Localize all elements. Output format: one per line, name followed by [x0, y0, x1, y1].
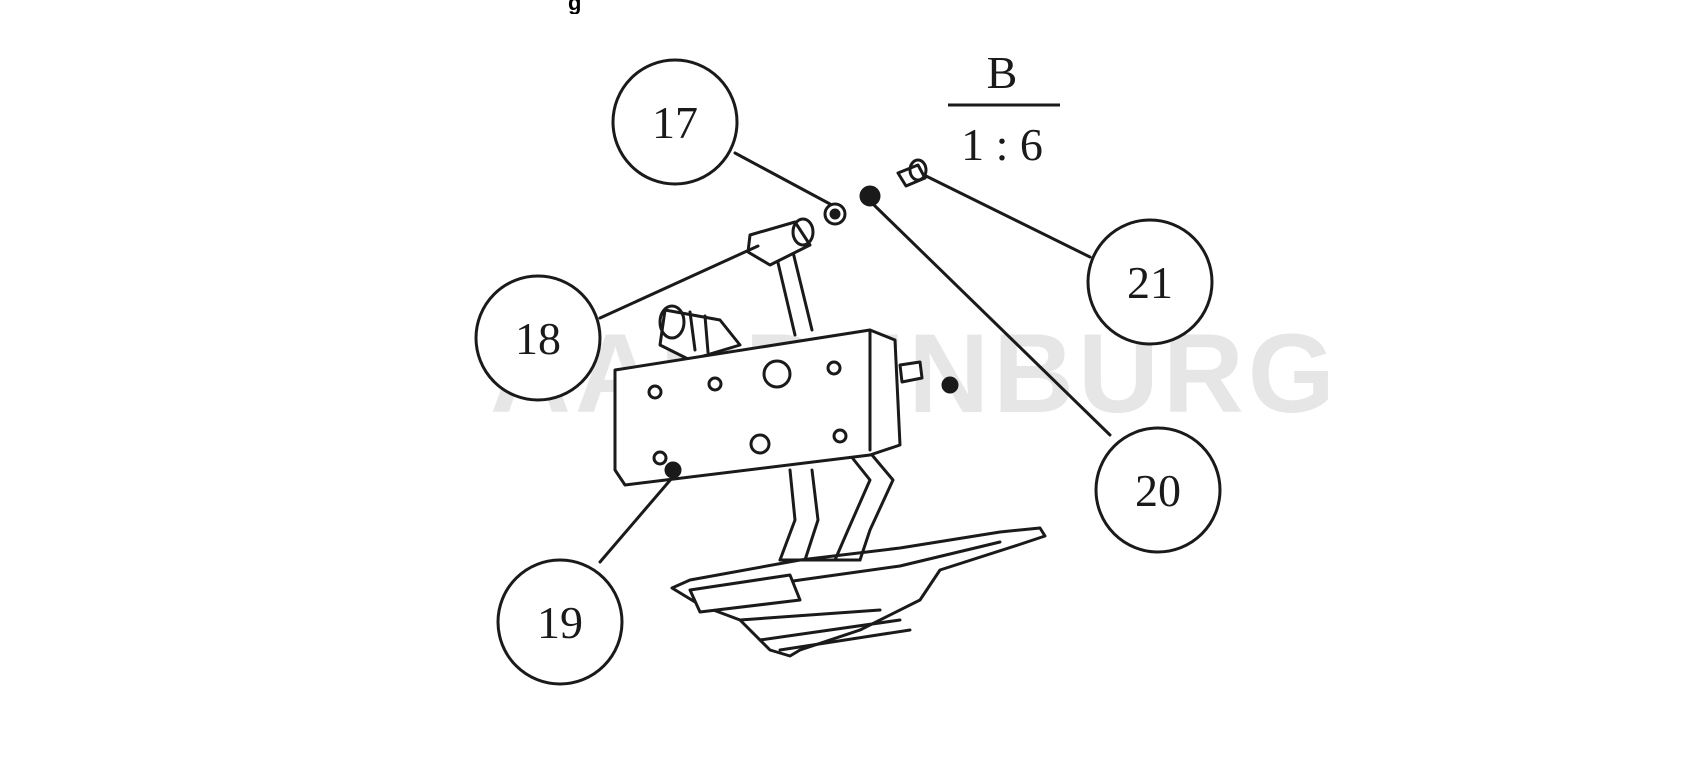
base-ribs — [738, 608, 912, 652]
callout-circle-17 — [611, 58, 739, 186]
left-leg — [778, 468, 820, 562]
plate-hole-2 — [707, 376, 723, 392]
rear-cylinder — [658, 308, 742, 362]
scale-ratio: 1 : 6 — [961, 119, 1043, 170]
leader-19 — [598, 476, 674, 564]
nut-20 — [859, 185, 881, 207]
leader-20 — [872, 203, 1112, 437]
plate-hole-4 — [826, 360, 842, 376]
leader-18 — [598, 244, 760, 320]
callout-label-19: 19 — [537, 597, 583, 648]
callout-label-18: 18 — [515, 313, 561, 364]
scale-view-label: B — [987, 47, 1018, 98]
rear-cylinder-end — [658, 304, 686, 340]
right-leg — [833, 453, 895, 562]
leader-17 — [733, 151, 832, 206]
callout-circle-18 — [474, 274, 602, 402]
cropped-header-text: g — [568, 0, 582, 14]
cap-21-end — [908, 158, 928, 182]
callout-label-21: 21 — [1127, 257, 1173, 308]
cropped-header: g — [0, 0, 1700, 14]
hinge-cylinder-end — [791, 217, 815, 247]
plate-hole-6 — [749, 433, 771, 455]
rear-cylinder-ribs — [688, 310, 710, 354]
side-bolt — [898, 360, 924, 384]
plate-hole-7 — [832, 428, 848, 444]
base-block — [688, 573, 802, 614]
callout-circle-21 — [1086, 218, 1214, 346]
washer-17 — [823, 202, 847, 226]
bolt-19 — [664, 461, 682, 479]
leader-21 — [924, 174, 1092, 259]
plate-hole-5 — [652, 450, 668, 466]
side-nut — [941, 376, 959, 394]
washer-17-center — [829, 208, 841, 220]
callout-label-17: 17 — [652, 97, 698, 148]
callout-circle-19 — [496, 558, 624, 686]
callout-circle-20 — [1094, 426, 1222, 554]
lever-arm — [773, 246, 814, 337]
callout-label-20: 20 — [1135, 465, 1181, 516]
plate-hole-3 — [762, 359, 792, 389]
plate-hole-1 — [647, 384, 663, 400]
